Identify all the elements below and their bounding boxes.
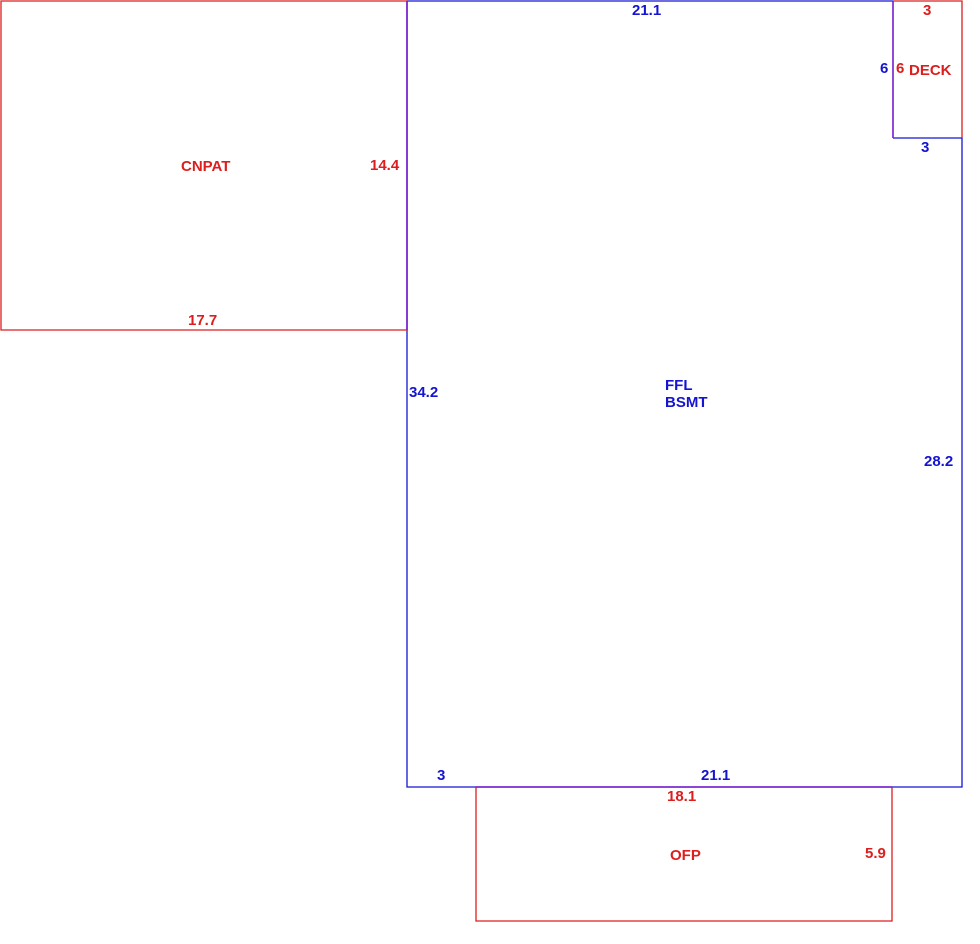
dim-main-notch-bottom: 3 [921,139,929,156]
dim-cnpat-bottom: 17.7 [188,312,217,329]
dim-deck-top: 3 [923,2,931,19]
cnpat-outline [0,0,407,331]
ofp-area-label: OFP [670,847,701,864]
deck-area-label: DECK [909,62,952,79]
dim-main-bottom-short: 3 [437,767,445,784]
main-area-label-line1: FFL [665,377,693,394]
dim-main-bottom: 21.1 [701,767,730,784]
dim-deck-side: 6 [896,60,904,77]
dim-main-right: 28.2 [924,453,953,470]
main-area-label-line2: BSMT [665,394,708,411]
dim-cnpat-side: 14.4 [370,157,400,174]
deck-outline [893,0,963,138]
dim-main-notch-top: 6 [880,60,888,77]
dim-main-top: 21.1 [632,2,661,19]
dim-main-left: 34.2 [409,384,438,401]
cnpat-area-label: CNPAT [181,158,230,175]
dim-ofp-top: 18.1 [667,788,696,805]
dim-ofp-side: 5.9 [865,845,886,862]
ofp-outline [475,787,893,922]
